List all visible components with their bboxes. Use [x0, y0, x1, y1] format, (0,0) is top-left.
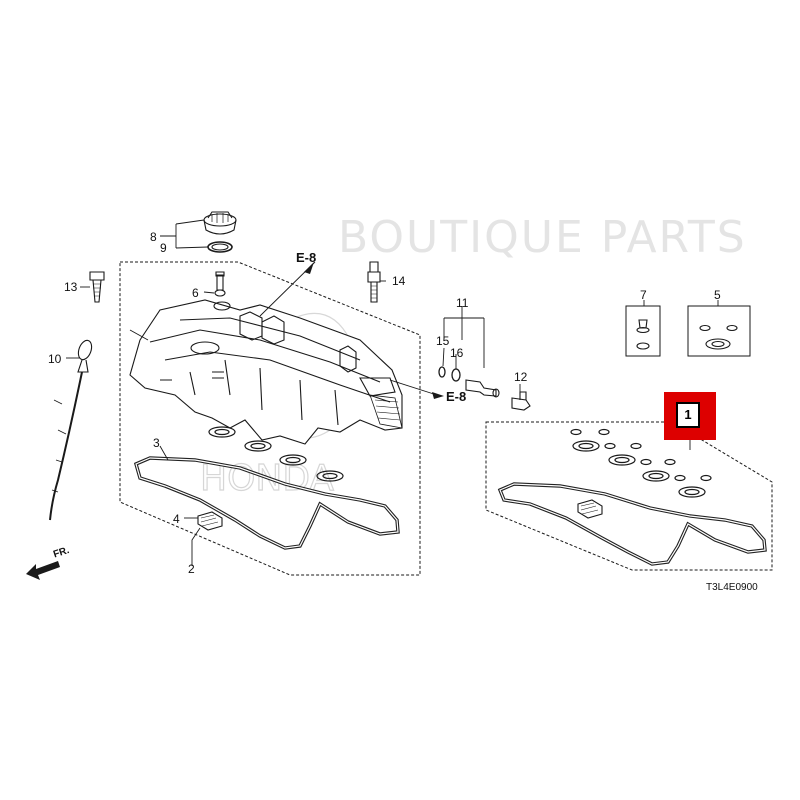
o-ring-16-part: [451, 368, 461, 382]
bolt-6-part: [214, 271, 226, 297]
leader-lines: [66, 219, 719, 566]
callout-7: 7: [640, 288, 647, 302]
callout-1: 1: [676, 402, 700, 428]
watermark-text: BOUTIQUE PARTS: [338, 212, 747, 263]
callout-8: 8: [150, 230, 157, 244]
stud-14-part: [367, 261, 381, 303]
reference-e8-top: E-8: [296, 250, 317, 265]
reference-e8-right: E-8: [446, 389, 467, 404]
plug-seals-right: [570, 428, 712, 498]
pipe-11-part: [465, 379, 500, 398]
diagram-code: T3L4E0900: [706, 582, 758, 593]
oil-filler-cap-part: [203, 211, 237, 235]
kit-7-frame: [625, 305, 661, 357]
bolt-13-part: [89, 271, 105, 303]
callout-12: 12: [514, 370, 528, 384]
bolt-12-part: [511, 391, 531, 411]
right-group-frame: [485, 421, 773, 571]
oil-dipstick-part: [49, 339, 93, 521]
kit-5-contents: [699, 324, 738, 350]
callout-11: 11: [456, 296, 469, 310]
arrow-e8-top: [304, 262, 314, 274]
front-arrow-icon: [26, 561, 60, 580]
arrow-e8-right: [432, 392, 444, 399]
seal-right-part: [577, 499, 603, 519]
callout-16: 16: [450, 346, 464, 360]
callout-3: 3: [153, 436, 160, 450]
o-ring-15-part: [438, 366, 446, 378]
kit-5-frame: [687, 305, 751, 357]
callout-4: 4: [173, 512, 180, 526]
plug-seals-left: [208, 426, 344, 482]
callout-9: 9: [160, 241, 167, 255]
filler-cap-seal-part: [207, 241, 233, 253]
head-cover-body: [129, 299, 403, 445]
callout-5: 5: [714, 288, 721, 302]
callout-13: 13: [64, 280, 78, 294]
head-cover-gasket-left: [133, 456, 400, 550]
callout-15: 15: [436, 334, 450, 348]
callout-14: 14: [392, 274, 406, 288]
head-cover-gasket-right: [497, 482, 767, 566]
callout-2: 2: [188, 562, 195, 576]
callout-6: 6: [192, 286, 199, 300]
kit-7-contents: [636, 319, 650, 350]
callout-10: 10: [48, 352, 62, 366]
left-group-frame: [119, 261, 421, 576]
seal-4-part: [197, 511, 223, 531]
